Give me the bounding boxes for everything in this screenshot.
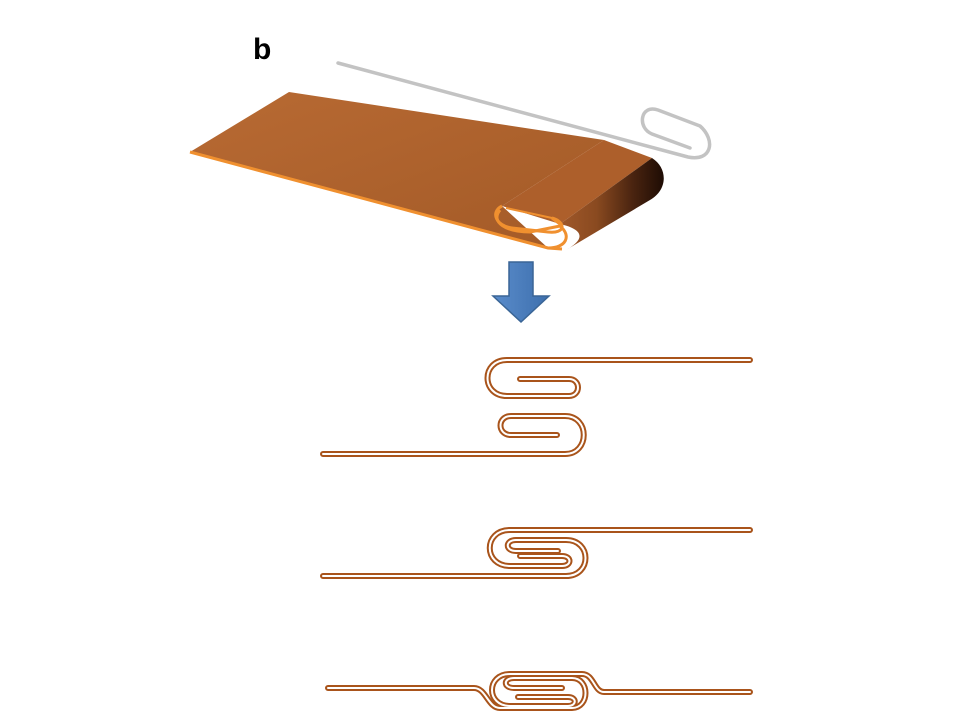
panel-label: b <box>253 33 271 66</box>
stage-interlocked-hooks-core <box>322 529 751 577</box>
copper-sheet-3d <box>189 92 664 251</box>
arrow-down-icon <box>491 261 551 324</box>
stage-interlocked-hooks <box>320 527 753 579</box>
wire-profile-guide <box>336 61 712 160</box>
stage-separated-hooks <box>320 357 753 457</box>
stage-pressed-seam-core <box>327 673 751 709</box>
stage-separated-hooks-core <box>322 359 751 455</box>
